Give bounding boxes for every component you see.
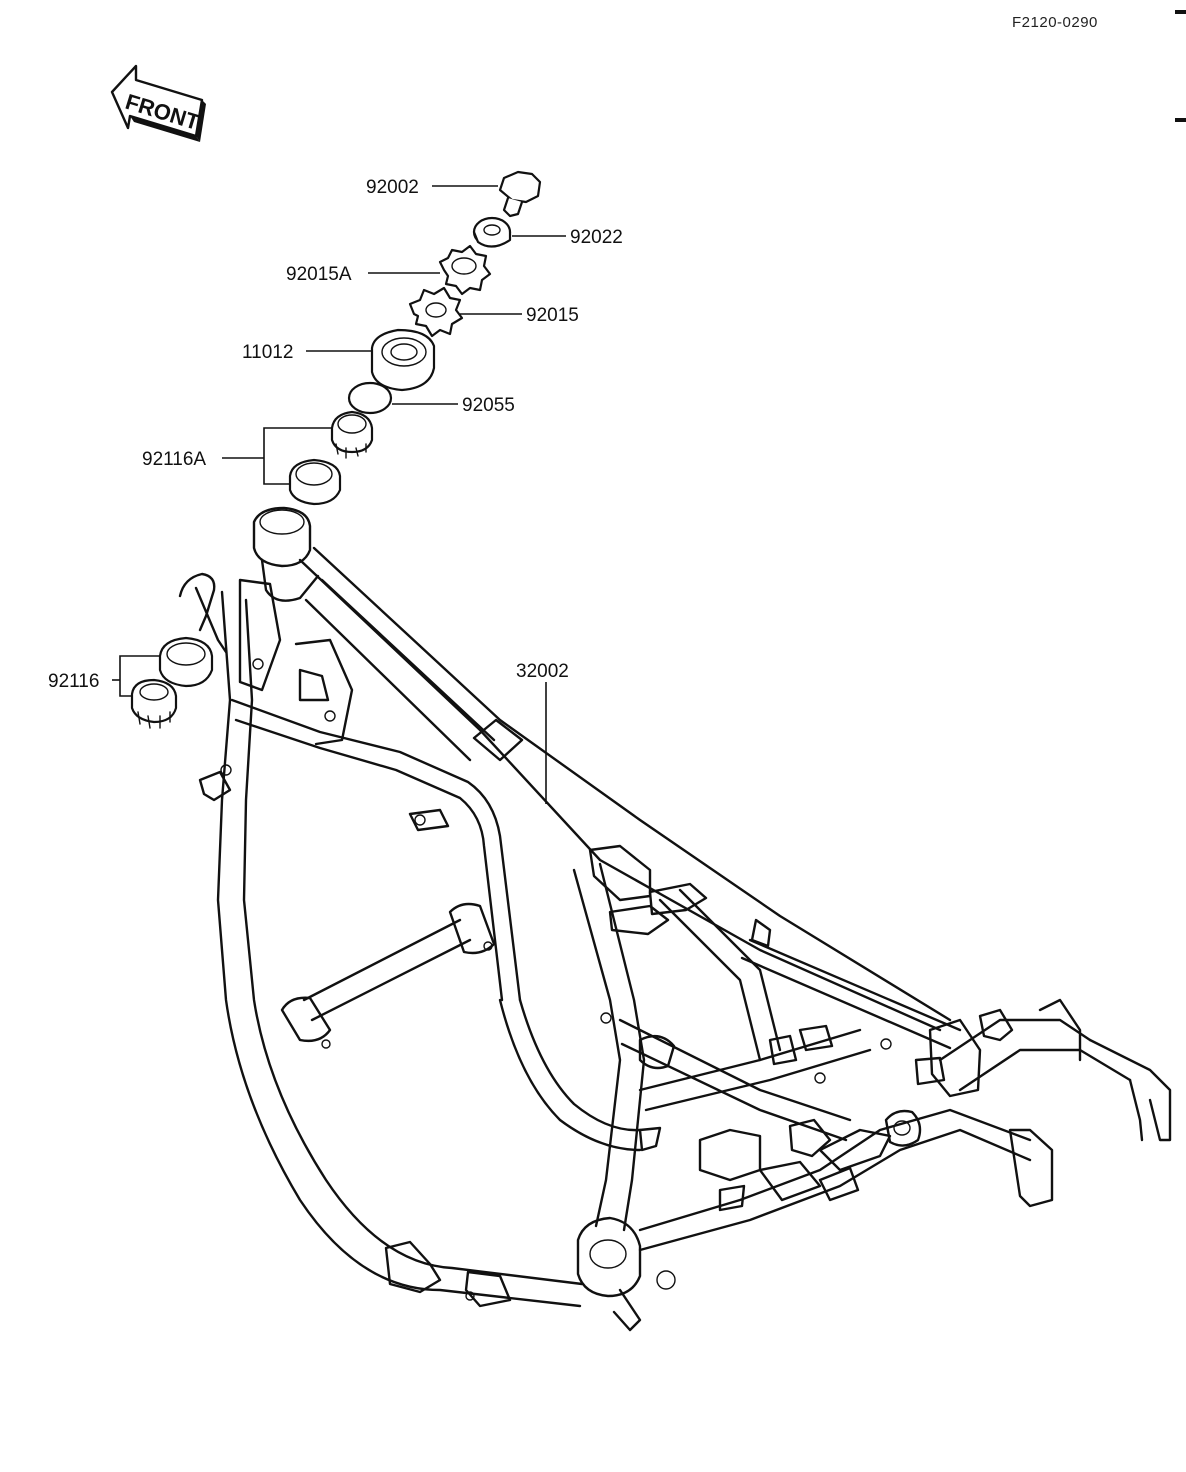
margin-mark-bottom — [1175, 118, 1186, 122]
margin-mark-top — [1175, 10, 1186, 14]
o-ring-92055-icon — [347, 381, 393, 415]
label-32002: 32002 — [516, 661, 569, 682]
label-92116: 92116 — [48, 671, 99, 692]
front-arrow-icon: FRONT — [110, 64, 206, 142]
washer-92022-icon — [472, 216, 512, 248]
cap-11012-icon — [370, 328, 436, 392]
nut-92015A-icon — [438, 244, 492, 296]
bracket-92116A — [263, 427, 332, 485]
frame-32002-drawing — [178, 506, 1172, 1332]
bearing-92116-icon — [130, 636, 214, 729]
label-92022: 92022 — [570, 227, 623, 248]
label-92116A: 92116A — [142, 449, 206, 470]
label-92055: 92055 — [462, 395, 515, 416]
label-92015: 92015 — [526, 305, 579, 326]
nut-92015-icon — [408, 286, 464, 338]
bracket-92116 — [119, 655, 160, 697]
label-11012: 11012 — [242, 342, 293, 363]
diagram-code: F2120-0290 — [1012, 14, 1098, 31]
label-92002: 92002 — [366, 177, 419, 198]
bolt-92002-icon — [498, 170, 542, 218]
label-92015A: 92015A — [286, 264, 352, 285]
bearing-92116A-icon — [288, 410, 374, 506]
